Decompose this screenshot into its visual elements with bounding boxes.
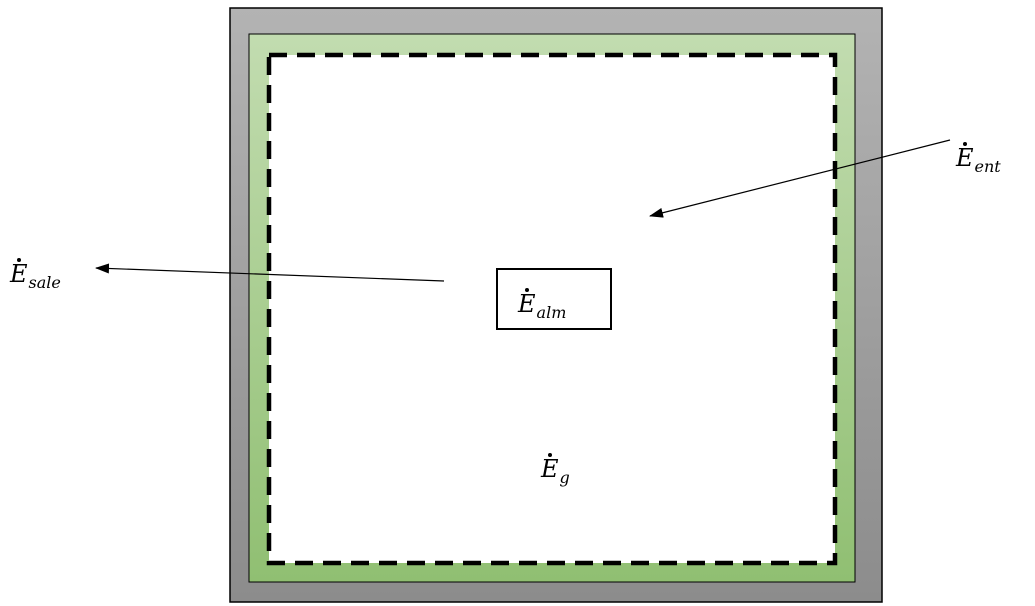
energy-generated-subscript: g bbox=[559, 468, 570, 487]
energy-out-symbol: E bbox=[10, 260, 28, 288]
energy-out-arrow bbox=[95, 263, 445, 282]
energy-generated-label: Eg bbox=[541, 457, 570, 486]
energy-out-subscript: sale bbox=[28, 273, 61, 292]
energy-stored-label: Ealm bbox=[518, 292, 566, 321]
energy-in-symbol: E bbox=[956, 144, 974, 172]
energy-stored-subscript: alm bbox=[536, 303, 567, 322]
energy-stored-symbol: E bbox=[518, 290, 536, 318]
energy-out-label: Esale bbox=[10, 262, 61, 291]
energy-generated-symbol: E bbox=[541, 455, 559, 483]
energy-in-arrow bbox=[649, 139, 951, 218]
stored-energy-box bbox=[496, 268, 612, 330]
control-volume-boundary bbox=[266, 52, 838, 566]
energy-in-subscript: ent bbox=[974, 157, 1001, 176]
energy-in-label: Eent bbox=[956, 146, 1001, 175]
